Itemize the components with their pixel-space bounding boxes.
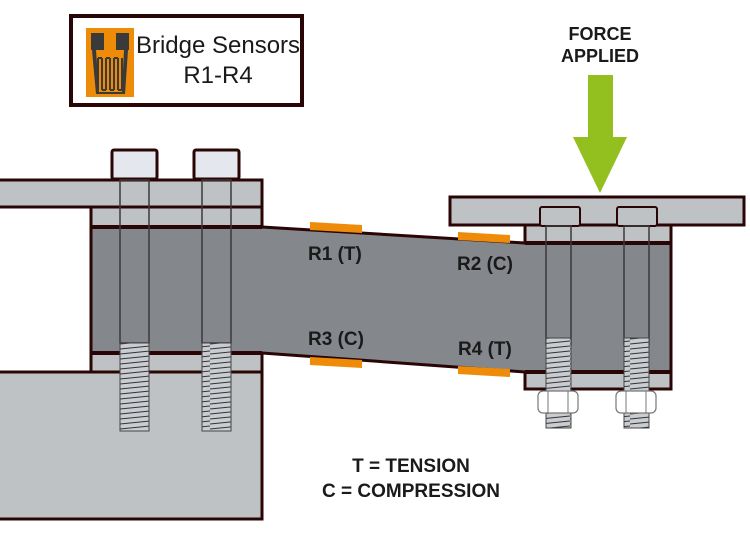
sensor-pad-r3 — [310, 357, 362, 368]
legend-box: Bridge Sensors R1-R4 — [69, 14, 304, 107]
right-bolt-1 — [537, 206, 581, 429]
sensor-pad-r1 — [310, 222, 362, 233]
left-lower-spacer — [89, 351, 264, 374]
left-upper-spacer — [89, 205, 264, 229]
force-label-line1: FORCE — [569, 24, 632, 44]
load-plate — [448, 195, 746, 227]
sensor-label-r3: R3 (C) — [308, 329, 364, 350]
left-bolt-2 — [192, 148, 241, 432]
legend-title-line2: R1-R4 — [183, 62, 252, 89]
sensor-pad-r4 — [458, 366, 510, 377]
down-arrow-icon — [573, 75, 627, 193]
sensor-label-r4: R4 (T) — [458, 339, 512, 360]
key-tension: T = TENSION — [352, 456, 470, 477]
key-compression: C = COMPRESSION — [322, 481, 500, 502]
strain-gauge-icon — [86, 28, 134, 97]
left-top-plate — [0, 178, 264, 209]
sensing-beam — [89, 225, 673, 374]
left-bolt-1 — [110, 148, 159, 432]
sensor-label-r1: R1 (T) — [308, 244, 362, 265]
sensor-label-r2: R2 (C) — [457, 254, 513, 275]
force-label-line2: APPLIED — [561, 46, 639, 66]
legend-title-line1: Bridge Sensors — [136, 32, 300, 59]
sensor-pad-r2 — [458, 232, 510, 243]
right-bolt-2 — [615, 206, 658, 429]
